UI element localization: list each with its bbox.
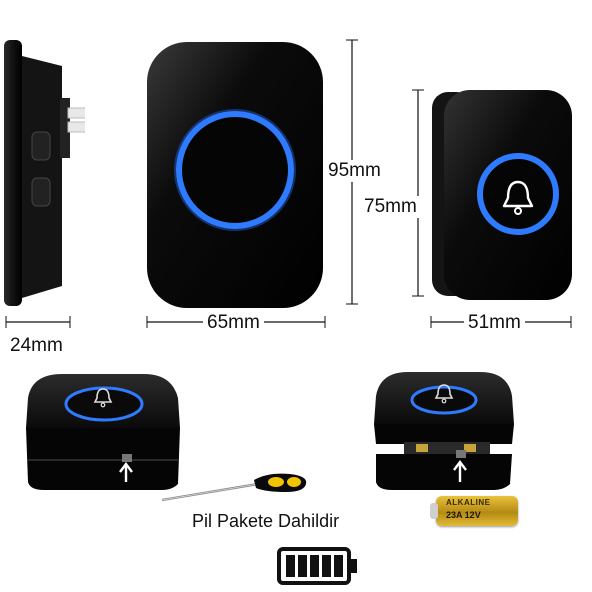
battery-label-line2: 23A 12V [446, 510, 481, 520]
button-width-label: 51mm [464, 312, 525, 334]
battery-icon [277, 547, 357, 585]
receiver-height-label: 95mm [328, 160, 381, 182]
bell-icon-small [93, 388, 113, 408]
battery-cell-cap [430, 503, 438, 519]
button-front-view [432, 90, 572, 300]
depth-label: 24mm [10, 335, 63, 356]
bell-icon-small-open [434, 384, 454, 404]
bell-icon [502, 180, 534, 215]
button-height-label: 75mm [362, 196, 419, 218]
receiver-side-view [4, 40, 85, 306]
button-height-dimension-line [412, 89, 424, 297]
button-open-perspective [374, 372, 514, 490]
receiver-width-label: 65mm [203, 312, 264, 334]
battery-included-caption: Pil Pakete Dahildir [192, 511, 340, 531]
receiver-front-view [147, 42, 323, 308]
screwdriver-icon [161, 473, 307, 502]
depth-dimension-line [5, 316, 71, 328]
battery-label-line1: ALKALINE [446, 498, 491, 507]
battery-cell: ALKALINE 23A 12V [430, 496, 518, 526]
